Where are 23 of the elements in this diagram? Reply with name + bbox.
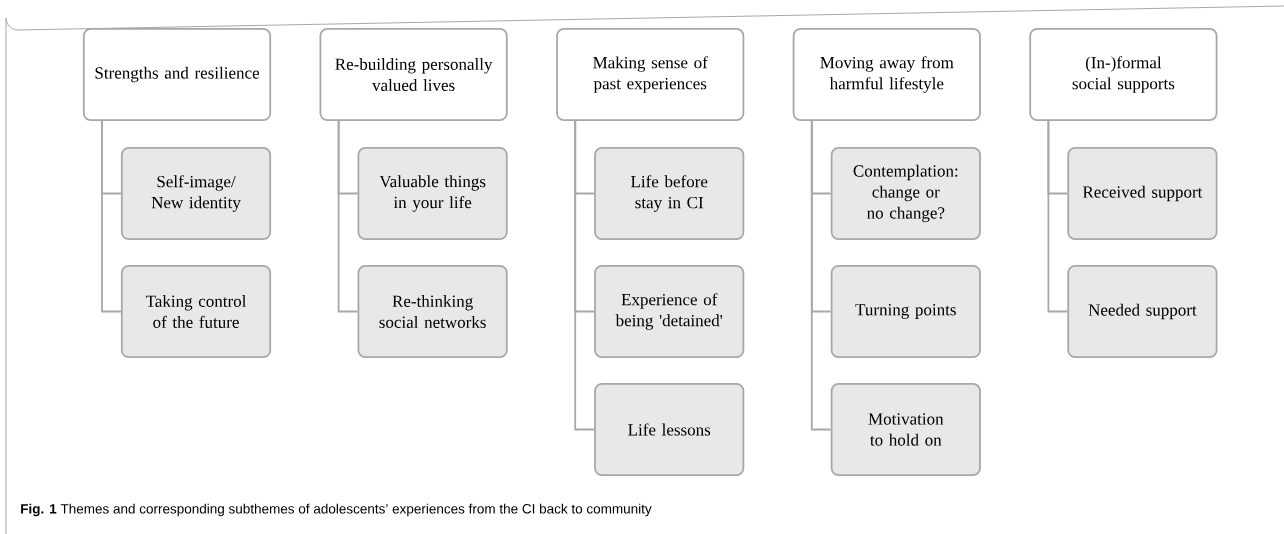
subtheme-box: Life before stay in CI — [594, 146, 745, 241]
subtheme-box: Life lessons — [594, 382, 745, 477]
subtheme-box: Received support — [1067, 146, 1218, 241]
subtheme-box: Taking control of the future — [120, 264, 272, 359]
theme-box: Moving away from harmful lifestyle — [792, 27, 981, 122]
subtheme-box: Motivation to hold on — [830, 382, 981, 477]
connector-line — [810, 120, 832, 431]
connector-line — [101, 120, 122, 313]
caption: Fig. 1 Themes and corresponding subthemes of adolescents’ experiences from the CI back to community — [21, 503, 652, 517]
connector-line — [574, 120, 595, 431]
connector-line — [1047, 120, 1069, 313]
subtheme-box: Turning points — [830, 264, 981, 359]
subtheme-box: Re-thinking social networks — [357, 264, 508, 359]
subtheme-box: Contemplation: change or no change? — [830, 146, 981, 241]
theme-box: Strengths and resilience — [82, 27, 272, 122]
theme-box: Making sense of past experiences — [556, 27, 745, 122]
subtheme-box: Self-image/ New identity — [120, 146, 272, 241]
subtheme-box: Needed support — [1067, 264, 1218, 359]
theme-box: Re-building personally valued lives — [319, 27, 508, 122]
subtheme-box: Experience of being 'detained' — [594, 264, 745, 359]
subtheme-box: Valuable things in your life — [357, 146, 508, 241]
theme-box: (In-)formal social supports — [1029, 27, 1218, 122]
connector-line — [337, 120, 359, 313]
